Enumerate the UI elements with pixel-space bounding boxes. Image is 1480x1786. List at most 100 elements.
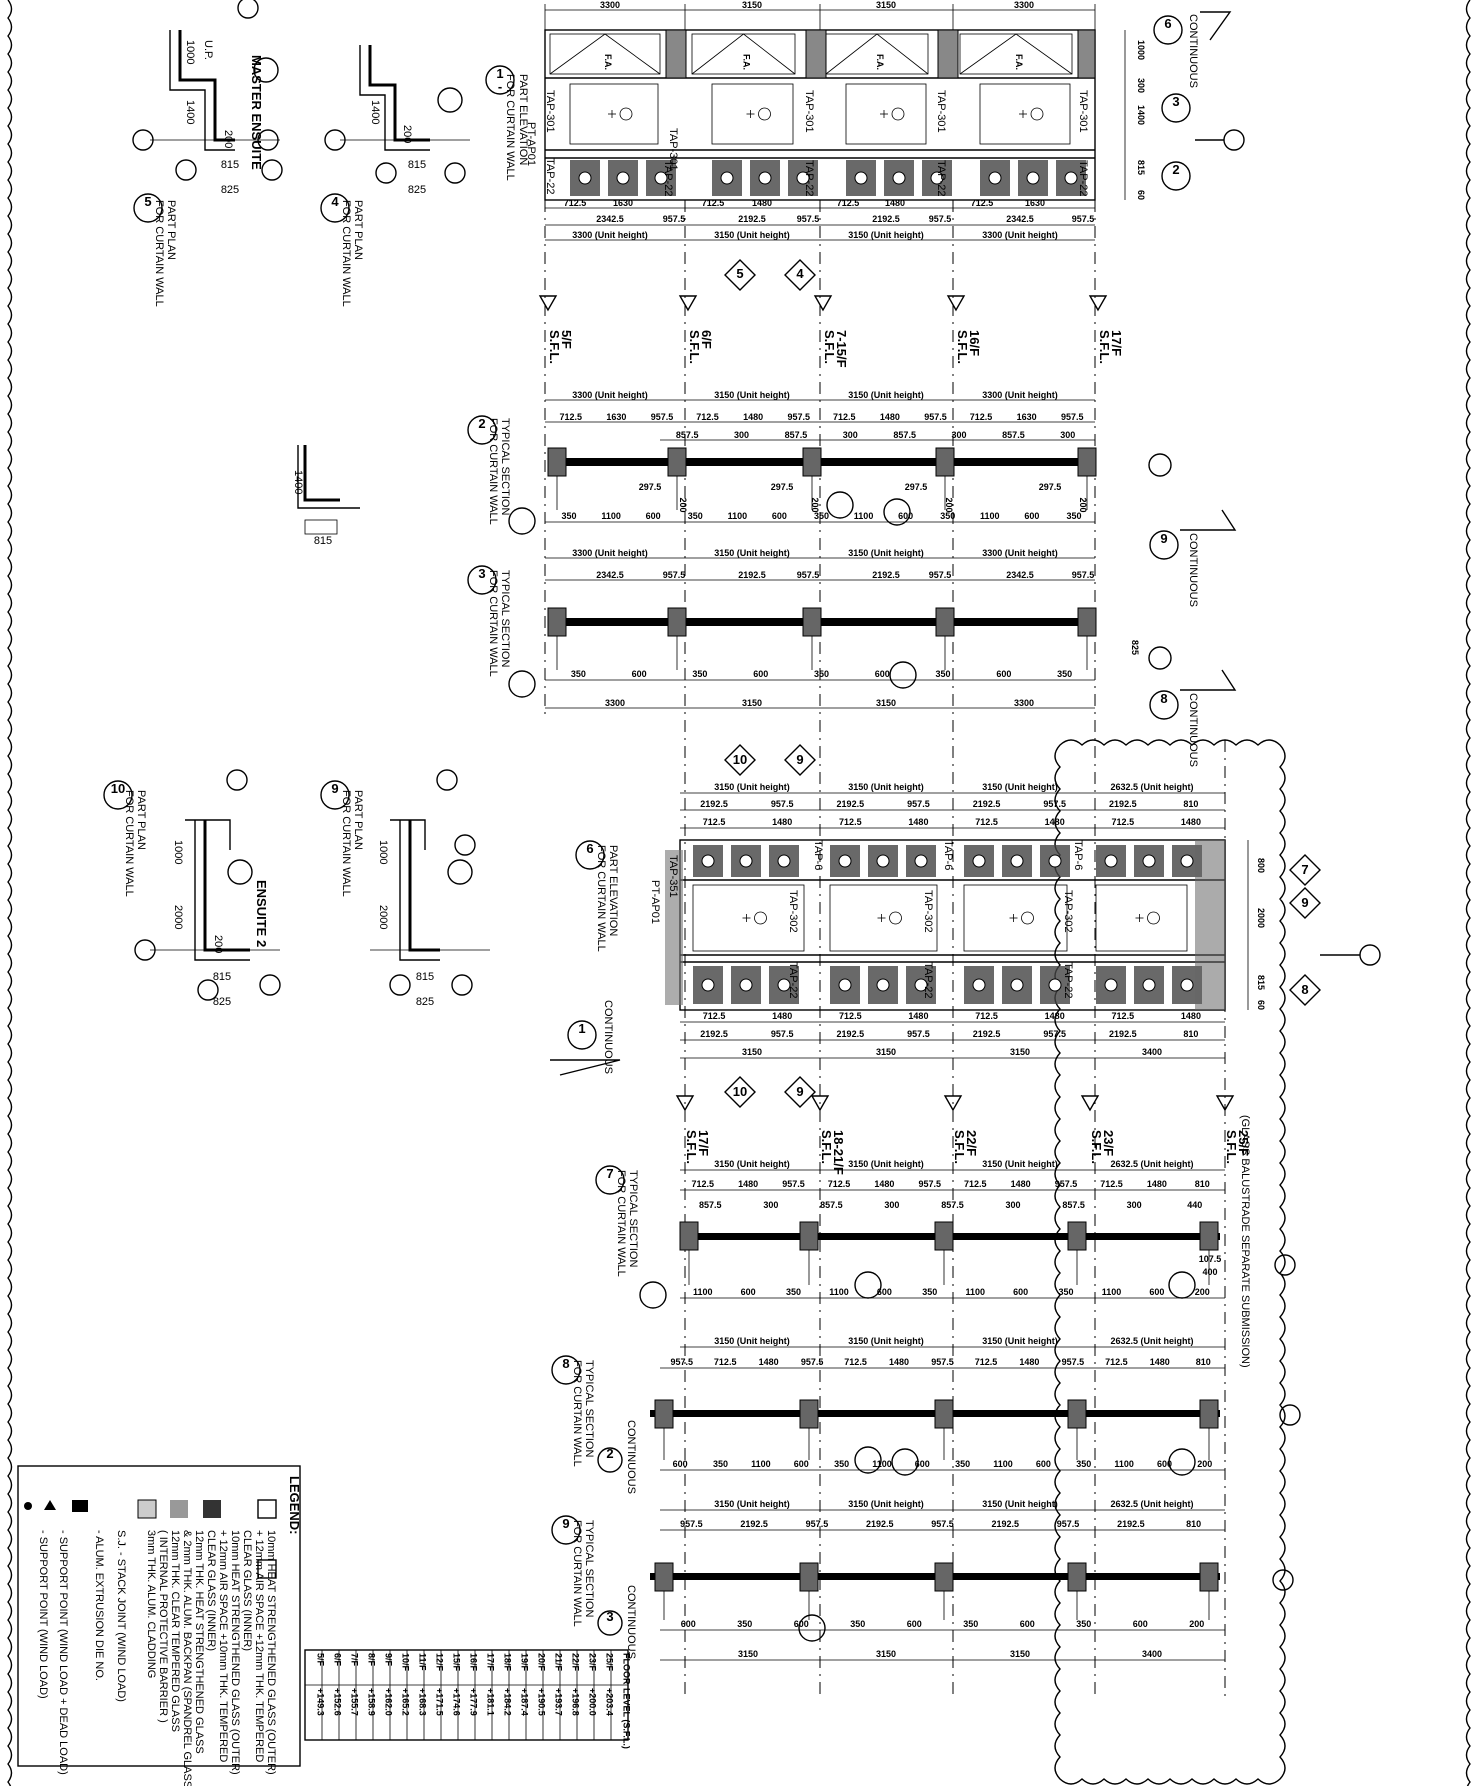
sec8-unit-4: 2632.5 (Unit height) xyxy=(1110,1336,1193,1346)
elev6-mid-2: 2192.5 xyxy=(837,799,865,809)
dim-mid-7: 2342.5 xyxy=(1006,214,1034,224)
elev6-sub2-2: 712.5 xyxy=(839,1011,862,1021)
sec3-bot-4: 3300 xyxy=(1014,698,1034,708)
sec3-unit-3: 3150 (Unit height) xyxy=(848,548,924,558)
e6-spandrel-bot-tag-2-0 xyxy=(972,978,986,992)
sec3-sec-no: 8 xyxy=(1160,691,1167,706)
plan9-title: PART PLAN xyxy=(352,790,364,850)
sec7-inner-8: 440 xyxy=(1187,1200,1202,1210)
sec2-mullion-3 xyxy=(935,447,955,477)
dim-sub-8: 1630 xyxy=(1025,198,1045,208)
elev6-tap-top-3: TAP-6 xyxy=(1072,840,1084,870)
sec9-mid-6: 957.5 xyxy=(1057,1519,1080,1529)
e6-tag-0 xyxy=(754,911,767,925)
table-level-7: +181.1 xyxy=(486,1688,496,1716)
elev6-vdim-1: 800 xyxy=(1256,858,1266,873)
diamond-5: 5 xyxy=(736,266,743,281)
sec7-sub-2: 957.5 xyxy=(782,1179,805,1189)
sec7-mullion-2 xyxy=(934,1221,954,1251)
e6-spandrel-bot-tag-1-1 xyxy=(876,978,890,992)
sec9-low-2: 600 xyxy=(794,1619,809,1629)
fa-tri-1 xyxy=(691,33,796,75)
sec7-sub-3: 712.5 xyxy=(828,1179,851,1189)
table-floor-15: 7/F xyxy=(350,1653,360,1667)
elev6-unit-1: 3150 (Unit height) xyxy=(714,782,790,792)
spandrel-tag-2-1 xyxy=(892,171,906,185)
table-floor-14: 8/F xyxy=(367,1653,377,1667)
sec7-low-4: 600 xyxy=(877,1287,892,1297)
elev6-mid-6: 2192.5 xyxy=(1109,799,1137,809)
sec2-unit-3: 3150 (Unit height) xyxy=(848,390,924,400)
tap-label-3: TAP-301 xyxy=(803,90,815,133)
table-floor-9: 15/F xyxy=(452,1653,462,1672)
sec8-low-8: 1100 xyxy=(993,1459,1013,1469)
typical-section-7: 3150 (Unit height) 3150 (Unit height) 31… xyxy=(595,1159,1296,1309)
floor-marker-3 xyxy=(946,295,966,312)
tap-label-9: TAP-22 xyxy=(935,160,947,196)
sec8-sub-2: 1480 xyxy=(759,1357,779,1367)
e6-spandrel-bot-tag-0-2 xyxy=(777,978,791,992)
elev6-sub-6: 712.5 xyxy=(1112,817,1135,827)
sec7-sub-10: 1480 xyxy=(1147,1179,1167,1189)
dim-sub-4: 1480 xyxy=(752,198,772,208)
sec2-sub-3: 712.5 xyxy=(696,412,719,422)
fa-label-2: F.A. xyxy=(875,54,885,70)
sec8-sub-8: 1480 xyxy=(1019,1357,1039,1367)
floor-top-3: 16/F xyxy=(967,330,982,356)
table-floor-4: 20/F xyxy=(537,1653,547,1672)
elev6-tap-bot-3: TAP-22 xyxy=(1062,962,1074,998)
sec7-unit-4: 2632.5 (Unit height) xyxy=(1110,1159,1193,1169)
elev6-tap-top-1: TAP-6 xyxy=(812,840,824,870)
legend-item-11: S.J. - STACK JOINT (WIND LOAD) xyxy=(115,1530,127,1702)
sec8-circ: 2 xyxy=(606,1446,613,1461)
plan4-no: 4 xyxy=(331,194,339,209)
typical-section-9: 3150 (Unit height) 3150 (Unit height) 31… xyxy=(551,1499,1294,1661)
plan5-subtitle: FOR CURTAIN WALL xyxy=(153,200,165,307)
e6-tag-2 xyxy=(1021,911,1034,925)
dim-mid-3: 2192.5 xyxy=(738,214,766,224)
elev6-diamond-10: 10 xyxy=(733,752,747,767)
sec9-continuous: CONTINUOUS xyxy=(625,1585,637,1659)
dim-mid-4: 957.5 xyxy=(797,214,820,224)
table-level-2: +196.8 xyxy=(571,1688,581,1716)
diamond-4: 4 xyxy=(796,266,804,281)
elev6-sub-7: 1480 xyxy=(1181,817,1201,827)
sec3-mullion-4 xyxy=(1077,607,1097,637)
sec2-b297-0: 297.5 xyxy=(639,482,662,492)
floor-labels-mid: 17/FS.F.L.18-21/FS.F.L.22/FS.F.L.23/FS.F… xyxy=(675,1095,1251,1368)
sec7-low-7: 600 xyxy=(1013,1287,1028,1297)
dim-top-4: 3300 xyxy=(1014,0,1034,10)
dim-unit-3: 3150 (Unit height) xyxy=(848,230,924,240)
sec8-mullion-2 xyxy=(934,1399,954,1429)
elev6-sub-5: 1480 xyxy=(1045,817,1065,827)
unit-tag-0 xyxy=(619,107,633,121)
table-level-11: +168.3 xyxy=(418,1688,428,1716)
sec3-mullion-2 xyxy=(802,607,822,637)
plan9-dim-1: 1000 xyxy=(377,840,389,864)
sec3-no: 3 xyxy=(478,566,485,581)
floor-mid-2: 22/F xyxy=(964,1130,979,1156)
sec3-low-1: 600 xyxy=(632,669,647,679)
elev6-mid-1: 957.5 xyxy=(771,799,794,809)
elev6-sub-1: 1480 xyxy=(772,817,792,827)
sec8-mullion-0 xyxy=(654,1399,674,1429)
sec7-mullion-4 xyxy=(1199,1221,1219,1251)
plan4-subtitle: FOR CURTAIN WALL xyxy=(340,200,352,307)
table-floor-12: 10/F xyxy=(401,1653,411,1672)
elev6-diamond-9b: 9 xyxy=(796,752,803,767)
e6-tag-3 xyxy=(1147,911,1160,925)
glass-note: (GLASS BALUSTRADE SEPARATE SUBMISSION) xyxy=(1239,1115,1251,1368)
sec7-low-1: 600 xyxy=(741,1287,756,1297)
spandrel-tag-3-1 xyxy=(1026,171,1040,185)
elev6-bot-4: 3400 xyxy=(1142,1047,1162,1057)
sec2-low-9: 350 xyxy=(940,511,955,521)
dim-mid-8: 957.5 xyxy=(1072,214,1095,224)
elev6-mid-0: 2192.5 xyxy=(700,799,728,809)
e6-spandrel-top-tag-2-0 xyxy=(972,854,986,868)
sec3-low-6: 350 xyxy=(936,669,951,679)
sec7-sub-6: 712.5 xyxy=(964,1179,987,1189)
sec2-sub-7: 1480 xyxy=(880,412,900,422)
dim-top-1: 3300 xyxy=(600,0,620,10)
legend-item-4: + 12mm AIR SPACE +10mm THK. TEMPERED xyxy=(217,1530,229,1762)
sec7-sub-1: 1480 xyxy=(738,1179,758,1189)
